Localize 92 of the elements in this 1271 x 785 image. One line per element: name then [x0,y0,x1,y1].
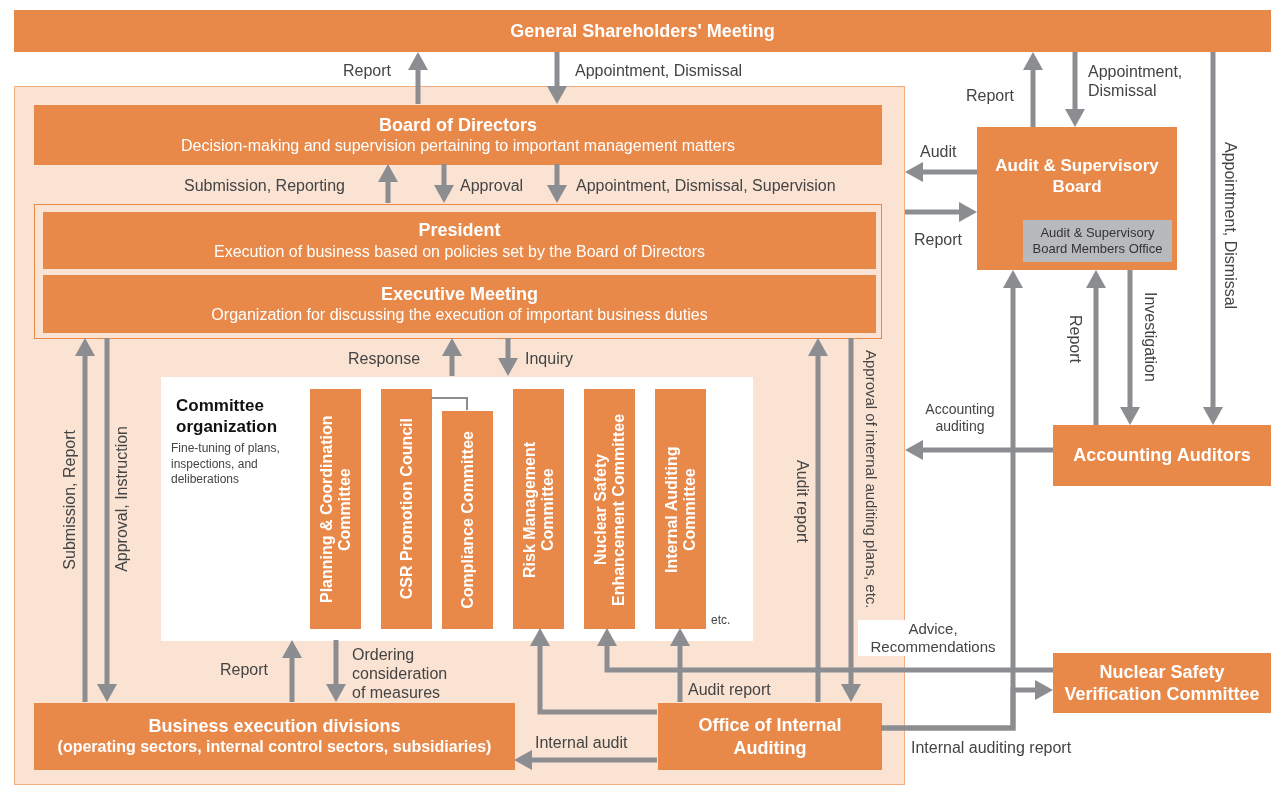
node-title: Internal Auditing Committee [662,444,699,575]
node-description: Organization for discussing the execution of important business duties [211,305,708,326]
arrow [530,628,657,715]
edge-label: Approval [460,176,524,196]
node-title: Executive Meeting [380,282,539,306]
edge-label: Submission, Reporting [184,176,345,196]
board-box [977,127,1177,270]
arrow [905,202,977,222]
arrow [326,640,346,702]
node-title: Board of Directors [379,113,537,137]
panel-title: Committee organization [176,395,279,438]
node-title: Office of Internal Auditing [697,714,843,759]
arrow [498,338,518,376]
edge-label: Report [220,660,269,680]
node-description: (operating sectors, internal control sectors, subsidiaries) [57,737,492,758]
arrow [97,338,117,702]
committee-box [381,389,432,629]
node-title: Accounting Auditors [1072,444,1252,467]
edge-label: Appointment, Dismissal [1221,142,1241,310]
arrow [881,680,1053,731]
committee-box [513,389,564,629]
edge-label: Appointment, Dismissal [575,61,743,81]
committee-box [655,389,706,629]
edge-label: Audit report [793,460,813,543]
executive-meeting-box [43,275,876,333]
edge-label: Submission, Report [60,430,79,570]
president-box [43,212,876,269]
edge-label: Internal auditing report [911,738,1072,758]
arrow [547,164,567,203]
node-title: Risk Management Committee [520,440,557,580]
committee-box [1053,653,1271,713]
node-title: Business execution divisions [148,714,401,738]
note-text: etc. [711,613,732,629]
board-box [34,105,882,165]
edge-label: Internal audit [535,733,628,753]
edge-label: Audit [920,142,957,162]
arrow [905,162,977,182]
edge-label: Ordering consideration of measures [352,645,449,703]
node-title: General Shareholders' Meeting [510,19,775,43]
committee-box [442,411,493,629]
arrow [1120,270,1140,425]
executive-frame [34,204,882,339]
edge-label: Appointment, Dismissal, Supervision [576,176,836,196]
arrow [808,338,828,702]
edge-label: Audit report [688,680,771,700]
edge-label: Response [348,349,421,369]
divisions-box [34,703,515,770]
edge-label: Approval of internal auditing plans, etc. [862,350,880,609]
node-description: Decision-making and supervision pertaining to important management matters [180,136,736,157]
arrow [905,440,1053,460]
node-title: CSR Promotion Council [397,418,416,600]
arrow [282,640,302,702]
committee-panel [161,377,753,641]
edge-label: Approval, Instruction [112,426,131,572]
committee-box [310,389,361,629]
node-description: Execution of business based on policies set by the Board of Directors [214,241,705,262]
node-title: Audit & Supervisory Board Members Office [1031,224,1164,258]
connector-line [430,397,468,411]
node-title: Nuclear Safety Verification Committee [1063,660,1261,706]
node-title: Audit & Supervisory Board [994,155,1160,198]
arrow [434,164,454,203]
edge-label: Investigation [1141,292,1161,382]
arrow [670,628,690,702]
arrow [1203,52,1223,425]
node-title: Compliance Committee [458,431,477,609]
auditors-box [1053,425,1271,486]
node-title: Nuclear Safety Enhancement Committee [591,412,628,608]
edge-label: Accounting auditing [924,401,996,435]
office-box [658,703,882,770]
arrow [442,338,462,376]
node-title: Planning & Coordination Committee [317,414,354,605]
arrow [75,338,95,702]
committee-box [584,389,635,629]
arrow [1023,52,1043,127]
arrow [597,628,1053,673]
edge-label: Report [343,61,392,81]
edge-label: Inquiry [525,349,574,369]
panel-description: Fine-tuning of plans, inspections, and deliberations [171,441,281,488]
meeting-bar [14,10,1271,52]
node-title: President [418,219,501,242]
edge-label: Appointment, Dismissal [1088,62,1184,101]
edge-label: Report [914,230,963,250]
arrow [1086,270,1106,425]
edge-label: Report [966,86,1015,106]
arrow [547,52,567,104]
arrow [378,164,398,203]
edge-label: Report [1066,315,1086,364]
arrow [1065,52,1085,127]
arrow [514,750,657,770]
arrow [841,338,861,702]
arrow [408,52,428,104]
office-box [1023,220,1172,262]
